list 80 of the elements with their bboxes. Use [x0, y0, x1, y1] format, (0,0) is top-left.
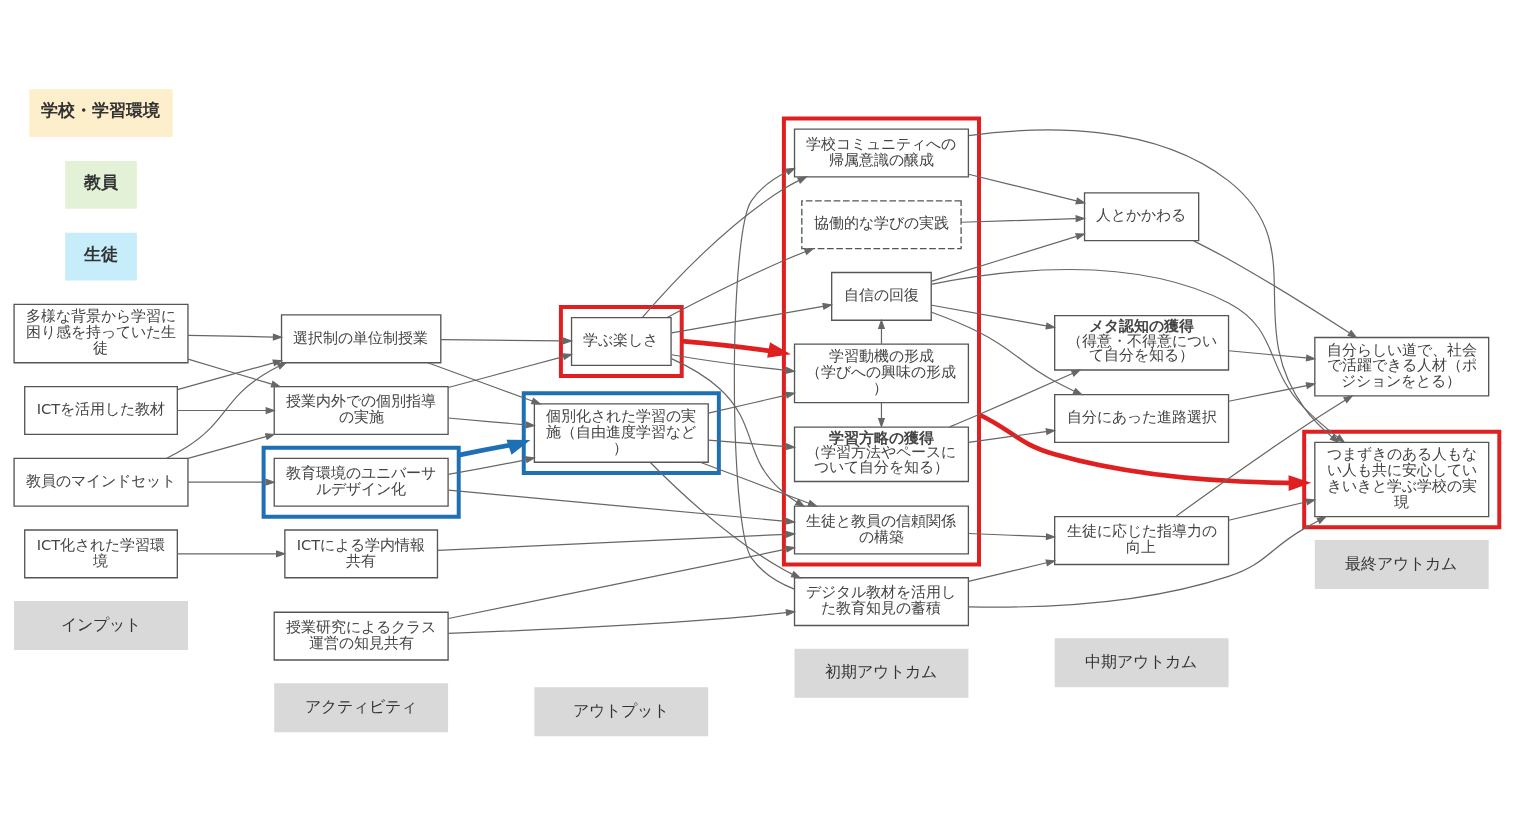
node-box: 生徒と教員の信頼関係の構築 [793, 505, 970, 555]
node-box: デジタル教材を活用した教育知見の蓄積 [793, 577, 970, 627]
node-box: 学習動機の形成 （学びへの興味の形成） [793, 343, 970, 404]
arrow [967, 428, 1057, 443]
arrow [670, 358, 806, 507]
label: 学校・学習環境 [41, 100, 161, 121]
node-box: 初期アウトカム [794, 648, 969, 698]
cluster [781, 116, 981, 567]
arrow [447, 353, 574, 389]
arrow [187, 358, 282, 388]
arrow [176, 550, 287, 558]
node-box: 自分にあった進路選択 [1054, 393, 1230, 444]
arrow [967, 532, 1057, 541]
arrow [1228, 350, 1317, 362]
node-box: 学習方略の獲得 （学習方法やペースについて自分を知る） [793, 426, 970, 483]
arrow [1228, 498, 1317, 521]
arrow [187, 478, 276, 486]
arrow [949, 369, 1082, 428]
arrow [447, 456, 536, 475]
arrow [187, 433, 276, 459]
arrow [671, 354, 797, 374]
node-box: メタ認知の獲得 （得意・不得意について自分を知る） [1054, 314, 1230, 371]
arrow [733, 167, 797, 590]
node-box: 学校コミュニティへの帰属意識の醸成 [793, 128, 970, 178]
cluster [521, 391, 721, 475]
arrow [447, 417, 536, 429]
node-box: 最終アウトカム [1314, 539, 1489, 590]
arrow [967, 559, 1057, 582]
arrow [176, 406, 276, 415]
arrow [458, 439, 531, 458]
arrow [437, 530, 797, 551]
node-box: つまずきのある人もない人も共に安心していきいきと学ぶ学校の実現 [1314, 441, 1490, 518]
node-box: アウトプット [534, 687, 709, 737]
node-box: 自分らしい道で、社会で活躍できる人材（ポジションをとる） [1314, 336, 1490, 397]
arrow [649, 461, 802, 579]
arrow [931, 304, 1057, 330]
arrow [166, 362, 288, 459]
arrow [699, 461, 819, 507]
arrow [707, 391, 797, 414]
node-box: 教育環境のユニバーサルデザイン化 [273, 457, 449, 507]
arrow [187, 333, 284, 341]
arrow [642, 176, 808, 318]
arrow [666, 247, 815, 319]
node-box: 教員のマインドセット [13, 457, 189, 507]
arrow [1193, 240, 1358, 339]
arrow [681, 338, 791, 358]
arrow [427, 362, 542, 405]
arrow [671, 302, 834, 334]
cluster [261, 445, 461, 519]
arrow [931, 311, 1084, 396]
arrow [176, 359, 284, 391]
node-box: ICT化された学習環境 [24, 529, 178, 579]
cluster [558, 305, 684, 378]
label: 生徒 [83, 243, 118, 264]
node-box: 多様な背景から学習に困り感を持っていた生徒 [13, 303, 189, 364]
node-box: 選択制の単位制授業 [280, 314, 442, 364]
arrow [707, 439, 797, 451]
node-box: 中期アウトカム [1054, 638, 1229, 688]
node-box: ICTを活用した教材 [24, 385, 178, 436]
arrow [960, 215, 1086, 223]
node-box: ICTによる学内情報共有 [284, 529, 439, 579]
node-box: 個別化された学習の実施（自由進度学習など） [533, 403, 709, 463]
node-box: 協働的な学びの実践 [801, 200, 962, 250]
node-box: 授業研究によるクラス運営の知見共有 [273, 611, 449, 661]
node-box: 授業内外での個別指導の実施 [273, 385, 449, 436]
node-box: インプット [14, 600, 188, 651]
node-box: 人とかかわる [1083, 192, 1200, 242]
node-box: 自信の回復 [831, 271, 932, 321]
arrow [447, 489, 797, 525]
node-box: アクティビティ [274, 683, 449, 733]
node-box: 学ぶ楽しさ [570, 316, 672, 367]
label: 教員 [83, 172, 118, 193]
arrow [440, 337, 574, 345]
arrow [1228, 382, 1317, 402]
arrow [967, 173, 1087, 205]
arrow [931, 233, 1086, 282]
node-box: 生徒に応じた指導力の向上 [1054, 516, 1230, 566]
arrow [1175, 394, 1354, 517]
arrow [447, 609, 797, 634]
arrow [447, 545, 797, 620]
